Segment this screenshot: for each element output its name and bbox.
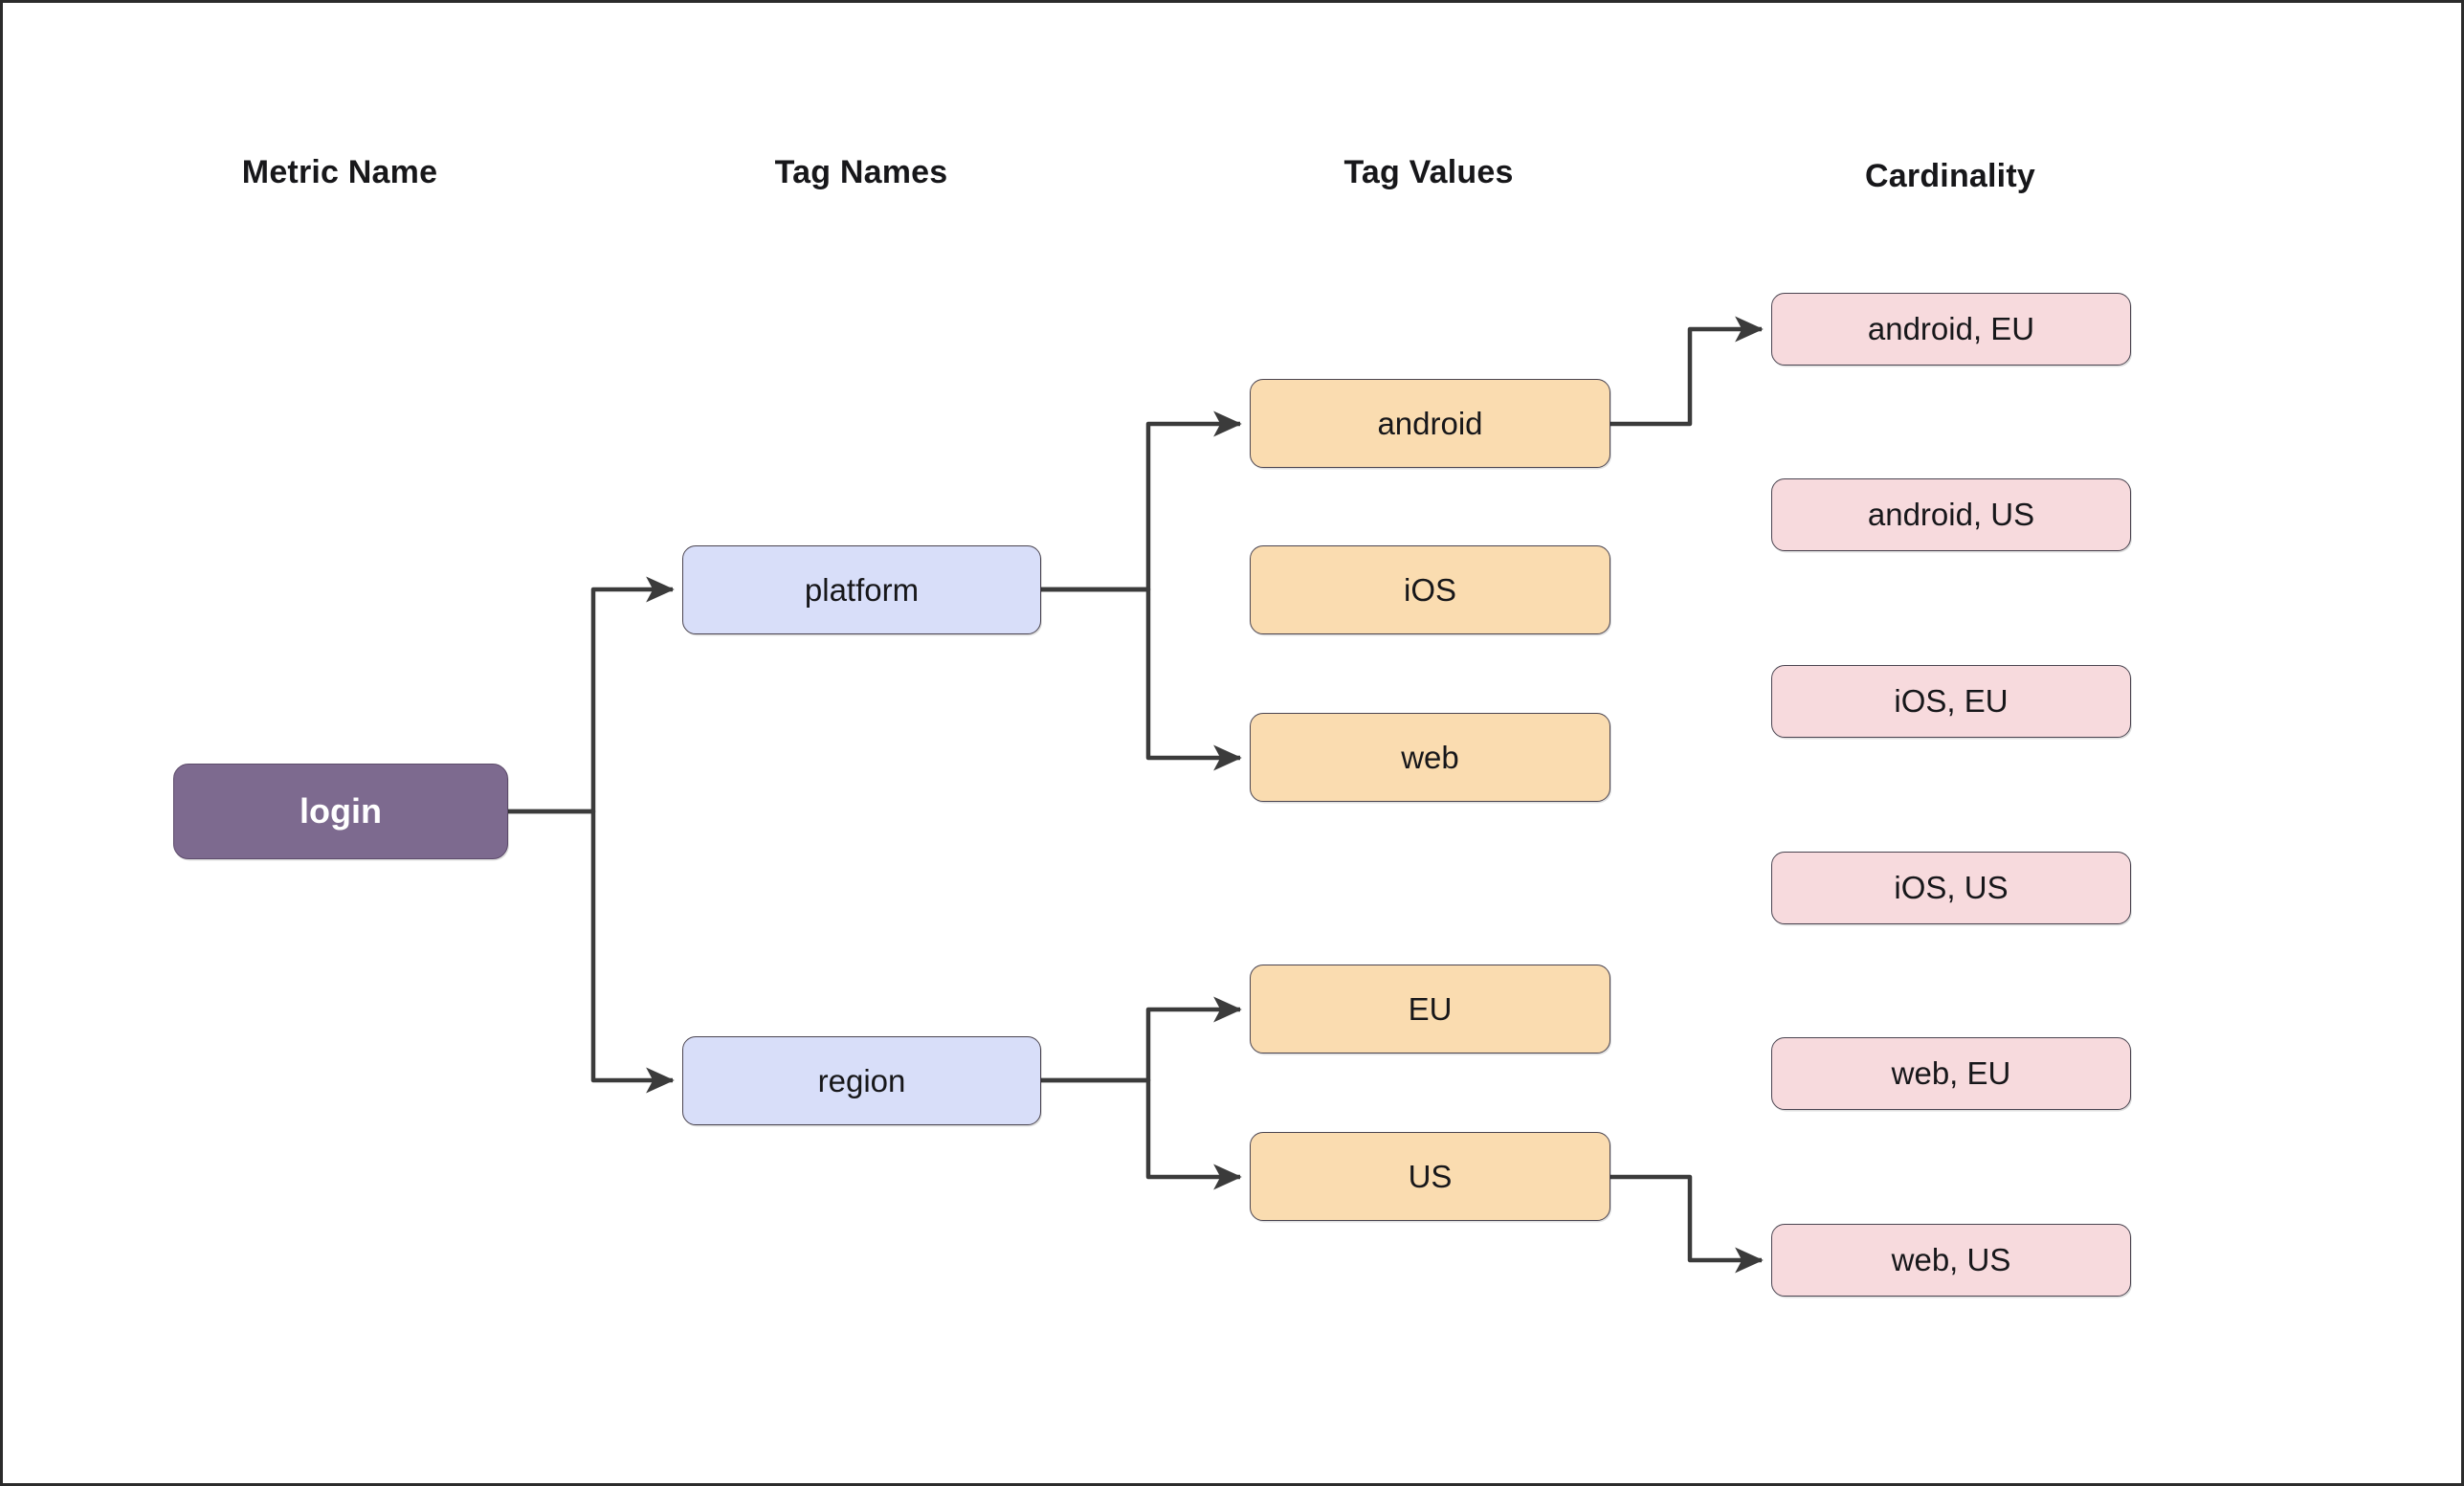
node-login[interactable]: login (173, 764, 508, 859)
node-android-eu[interactable]: android, EU (1771, 293, 2131, 366)
node-platform[interactable]: platform (682, 545, 1041, 634)
node-android-us[interactable]: android, US (1771, 478, 2131, 551)
node-ios-us[interactable]: iOS, US (1771, 852, 2131, 924)
edge-platform-to-android (1041, 410, 1242, 592)
node-android[interactable]: android (1250, 379, 1610, 468)
column-header-0: Metric Name (241, 154, 438, 190)
node-web[interactable]: web (1250, 713, 1610, 802)
node-ios-eu[interactable]: iOS, EU (1771, 665, 2131, 738)
edge-android-to-android-eu (1610, 316, 1764, 427)
node-web-us[interactable]: web, US (1771, 1224, 2131, 1297)
column-header-3: Cardinality (1865, 158, 2035, 194)
node-us[interactable]: US (1250, 1132, 1610, 1221)
edge-us-to-web-us (1610, 1174, 1764, 1274)
node-region[interactable]: region (682, 1036, 1041, 1125)
edge-platform-to-web (1041, 587, 1242, 771)
column-header-1: Tag Names (774, 154, 948, 190)
edge-login-to-region (508, 809, 675, 1094)
node-eu[interactable]: EU (1250, 965, 1610, 1054)
edge-region-to-eu (1041, 996, 1242, 1083)
edge-login-to-platform (508, 576, 675, 814)
node-ios[interactable]: iOS (1250, 545, 1610, 634)
node-web-eu[interactable]: web, EU (1771, 1037, 2131, 1110)
edge-region-to-us (1041, 1077, 1242, 1190)
column-header-2: Tag Values (1343, 154, 1514, 190)
